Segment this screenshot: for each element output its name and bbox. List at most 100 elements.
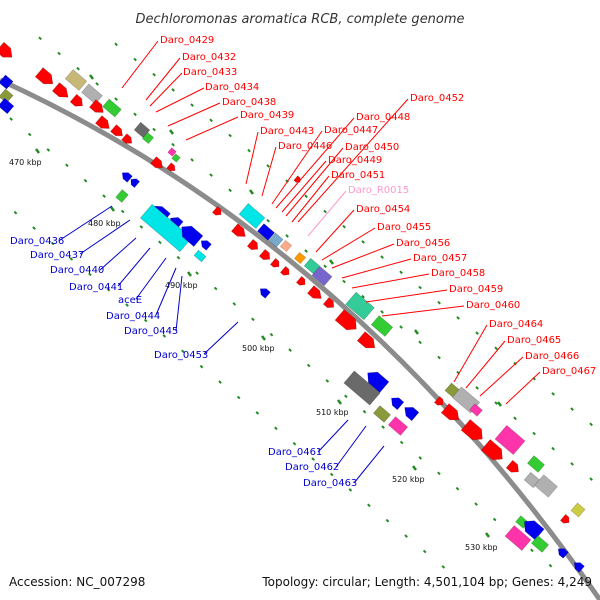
gene-shape: [258, 248, 271, 261]
callout-line: [155, 267, 177, 316]
minor-tick: [323, 264, 327, 269]
gene-label-daro-0453[interactable]: Daro_0453: [154, 350, 208, 361]
gene-shape: [95, 115, 110, 129]
minor-tick: [232, 302, 237, 306]
minor-tick: [76, 66, 80, 71]
minor-tick: [213, 286, 218, 291]
minor-tick: [69, 257, 74, 261]
gene-forward: [69, 93, 83, 107]
gene-shape: [34, 67, 54, 85]
minor-tick: [57, 51, 61, 56]
gene-forward: [279, 265, 290, 276]
callout-line: [149, 72, 183, 107]
gene-label-daro-0434[interactable]: Daro_0434: [205, 82, 259, 93]
gene-shape: [211, 205, 222, 216]
gene-label-daro-0467[interactable]: Daro_0467: [542, 366, 596, 377]
gene-label-daro-0461[interactable]: Daro_0461: [268, 447, 322, 458]
gene-label-daro-0447[interactable]: Daro_0447: [324, 125, 378, 136]
gene-shape: [279, 239, 293, 253]
gene-label-daro-r0015[interactable]: Daro_R0015: [348, 185, 409, 196]
gene-label-daro-0440[interactable]: Daro_0440: [50, 265, 104, 276]
minor-tick: [361, 294, 365, 299]
kbp-label-520: 520 kbp: [392, 475, 425, 484]
minor-tick: [143, 318, 148, 323]
minor-tick: [139, 225, 144, 229]
gene-shape: [433, 395, 444, 406]
minor-tick: [570, 462, 574, 466]
gene-label-daro-0462[interactable]: Daro_0462: [285, 462, 339, 473]
gene-other: [268, 232, 284, 248]
gene-label-daro-0450[interactable]: Daro_0450: [345, 142, 399, 153]
gene-reverse: [259, 288, 271, 299]
gene-label-daro-0464[interactable]: Daro_0464: [489, 319, 543, 330]
minor-tick: [418, 285, 422, 290]
gene-label-daro-0444[interactable]: Daro_0444: [106, 311, 160, 322]
gene-label-daro-0456[interactable]: Daro_0456: [396, 238, 450, 249]
major-tick: [35, 148, 40, 154]
minor-tick: [158, 240, 162, 245]
minor-tick: [475, 386, 479, 390]
gene-label-acee[interactable]: aceE: [118, 295, 142, 306]
gene-label-daro-0460[interactable]: Daro_0460: [466, 300, 520, 311]
major-tick: [169, 129, 174, 135]
gene-other: [345, 291, 375, 321]
minor-tick: [570, 407, 574, 411]
gene-label-daro-0436[interactable]: Daro_0436: [10, 236, 64, 247]
gene-label-daro-0445[interactable]: Daro_0445: [124, 326, 178, 337]
gene-label-daro-0449[interactable]: Daro_0449: [328, 155, 382, 166]
gene-shape: [311, 265, 333, 287]
minor-tick: [285, 234, 289, 238]
gene-label-daro-0455[interactable]: Daro_0455: [377, 222, 431, 233]
gene-label-daro-0466[interactable]: Daro_0466: [525, 351, 579, 362]
gene-label-daro-0441[interactable]: Daro_0441: [69, 282, 123, 293]
callout-line: [341, 258, 412, 279]
gene-label-daro-0463[interactable]: Daro_0463: [303, 478, 357, 489]
gene-label-daro-0459[interactable]: Daro_0459: [449, 284, 503, 295]
minor-tick: [228, 188, 232, 193]
minor-tick: [513, 416, 517, 421]
minor-tick: [362, 409, 367, 414]
minor-tick: [199, 364, 204, 369]
gene-forward: [110, 124, 123, 137]
gene-label-daro-0448[interactable]: Daro_0448: [356, 112, 410, 123]
gene-shape: [527, 455, 545, 473]
minor-tick: [494, 401, 498, 405]
minor-tick: [190, 103, 194, 107]
gene-shape: [322, 296, 335, 309]
gene-label-daro-0439[interactable]: Daro_0439: [240, 110, 294, 121]
minor-tick: [152, 72, 156, 77]
gene-shape: [231, 223, 246, 237]
minor-tick: [325, 379, 330, 383]
gene-shape: [121, 133, 133, 144]
gene-label-daro-0438[interactable]: Daro_0438: [222, 97, 276, 108]
gene-label-daro-0454[interactable]: Daro_0454: [356, 204, 410, 215]
minor-tick: [181, 349, 185, 354]
callout-line: [321, 227, 376, 261]
minor-tick: [209, 118, 213, 123]
gene-label-daro-0437[interactable]: Daro_0437: [30, 250, 84, 261]
gene-other: [343, 370, 381, 406]
minor-tick: [190, 158, 194, 162]
gene-label-daro-0465[interactable]: Daro_0465: [507, 335, 561, 346]
major-tick: [337, 399, 342, 405]
major-tick: [497, 401, 502, 407]
gene-shape: [570, 502, 586, 518]
gene-label-daro-0432[interactable]: Daro_0432: [182, 52, 236, 63]
gene-label-daro-0443[interactable]: Daro_0443: [260, 126, 314, 137]
gene-label-daro-0457[interactable]: Daro_0457: [413, 253, 467, 264]
gene-label-daro-0446[interactable]: Daro_0446: [278, 141, 332, 152]
minor-tick: [236, 395, 241, 400]
minor-tick: [106, 287, 111, 292]
gene-label-daro-0458[interactable]: Daro_0458: [431, 268, 485, 279]
gene-other: [311, 265, 333, 287]
gene-label-daro-0452[interactable]: Daro_0452: [410, 93, 464, 104]
gene-shape: [121, 172, 133, 183]
minor-tick: [133, 112, 137, 117]
gene-label-daro-0429[interactable]: Daro_0429: [160, 35, 214, 46]
gene-label-daro-0451[interactable]: Daro_0451: [331, 170, 385, 181]
gene-reverse: [0, 74, 14, 90]
gene-label-daro-0433[interactable]: Daro_0433: [183, 67, 237, 78]
gene-reverse: [121, 172, 133, 183]
gene-other: [193, 249, 207, 263]
